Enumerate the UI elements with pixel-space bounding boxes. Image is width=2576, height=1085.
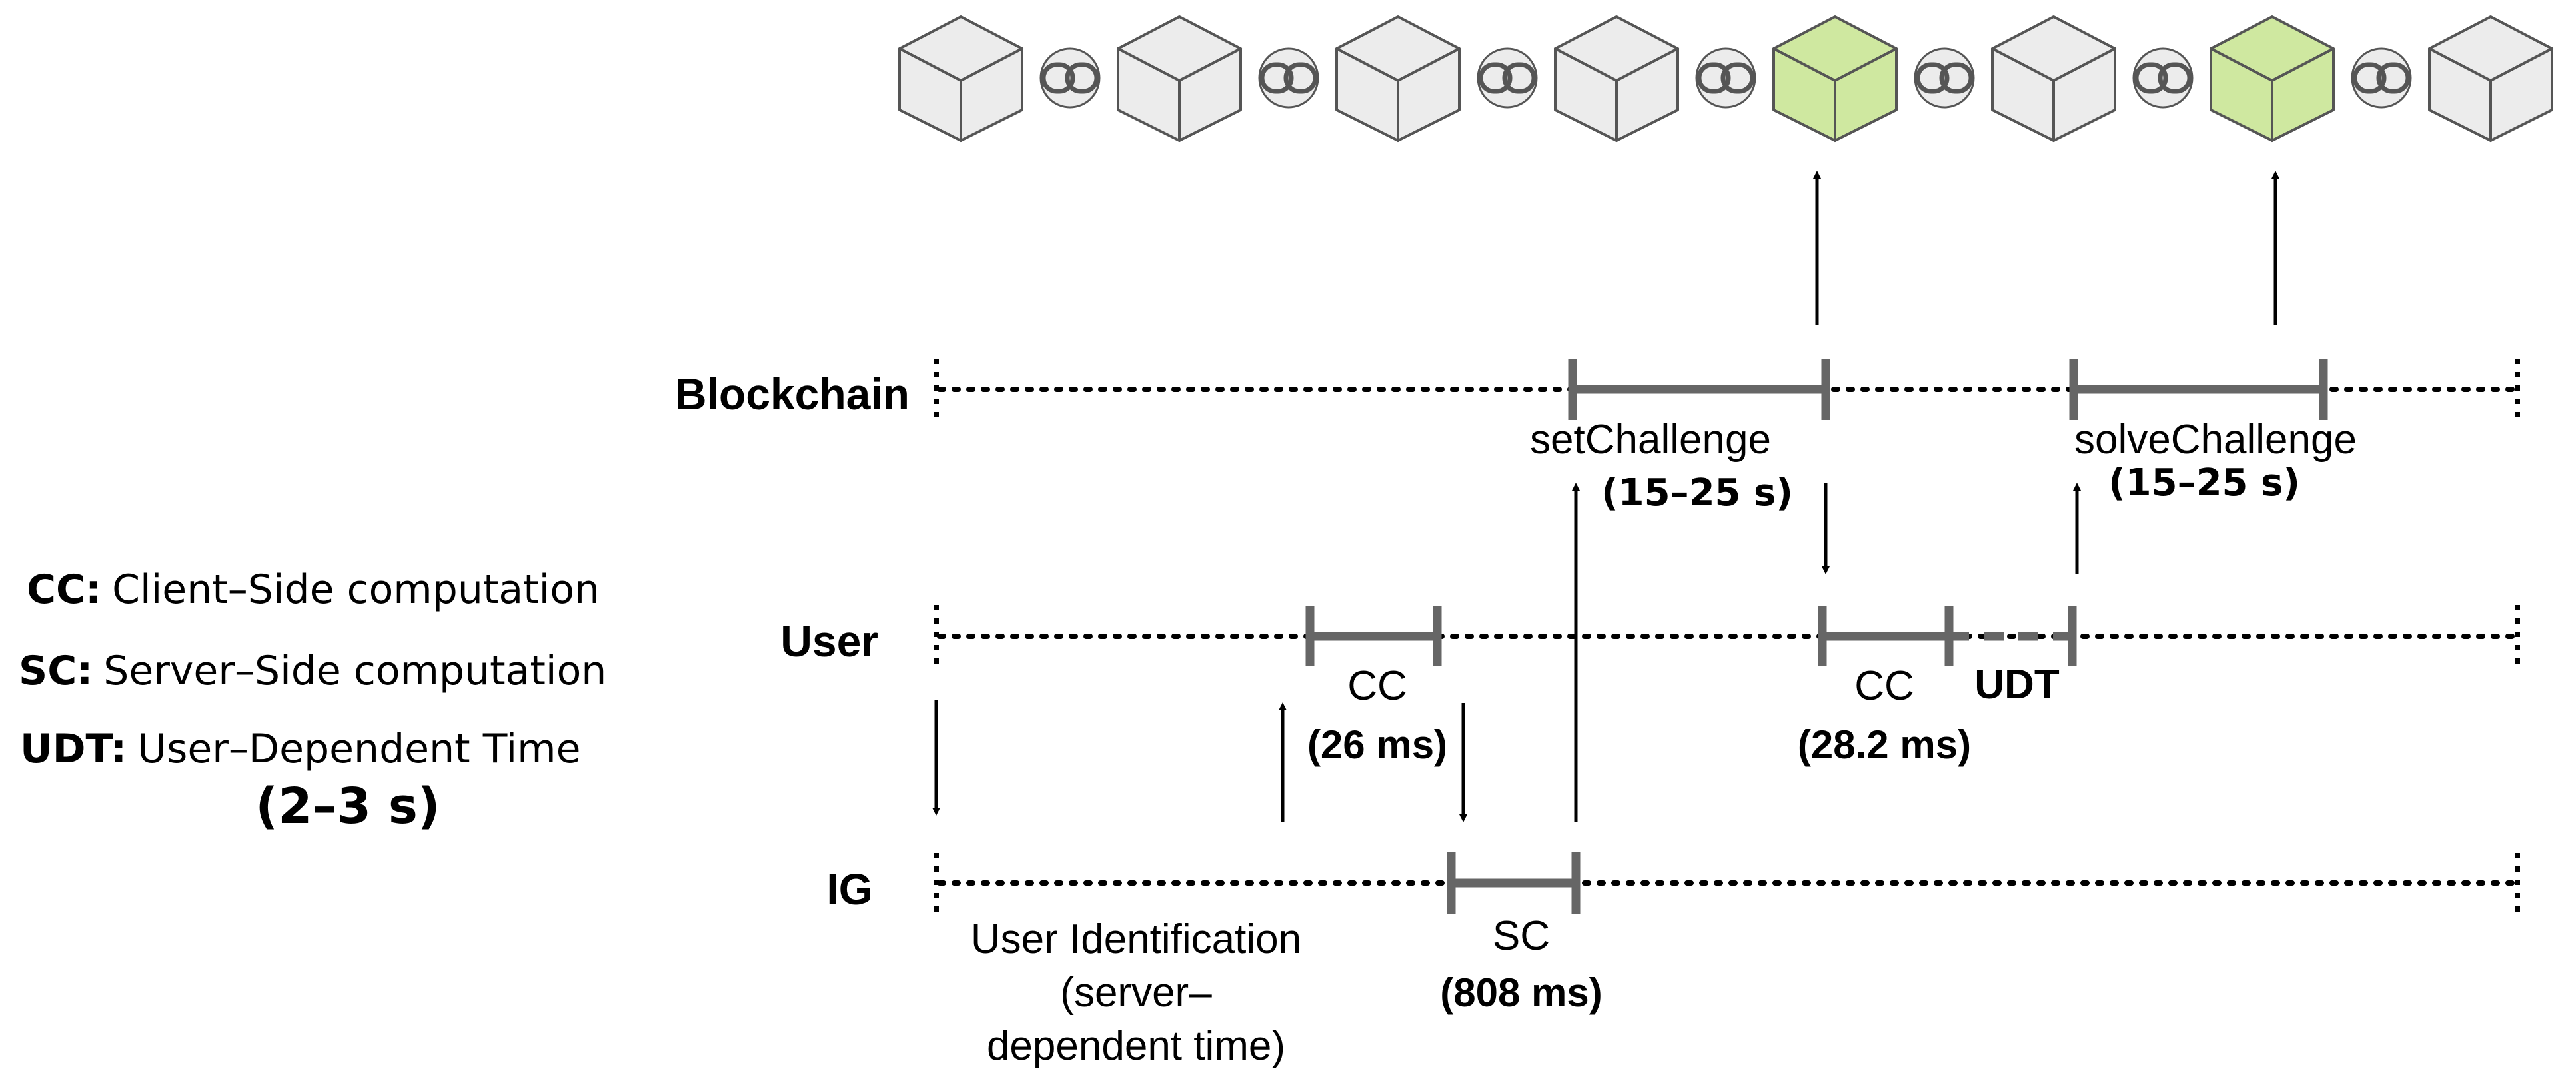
chain-link-icon [2351,47,2412,109]
solve-challenge-duration: (15–25 s) [2108,461,2300,505]
chain-block [898,15,1023,142]
solve-challenge-interval [2069,359,2328,420]
interval-bars [1305,359,2328,914]
user-identification-line2: (server– [1060,970,1212,1016]
cc2-interval [1818,606,1954,666]
message-arrows [932,171,2279,822]
lane-end-ticks [934,359,2520,914]
cc1-duration: (26 ms) [1307,722,1447,767]
chain-block [2210,15,2335,142]
cc2-duration: (28.2 ms) [1798,722,1971,767]
lane-label-user: User [780,616,878,666]
legend-udt: UDT:User–Dependent Time [20,726,581,772]
legend-sc: SC:Server–Side computation [19,648,606,694]
set-challenge-label: setChallenge [1530,417,1771,463]
udt-interval [1949,606,2077,666]
sc-label: SC [1493,913,1550,959]
chain-link-icon [1258,47,1319,109]
chain-block [1554,15,1679,142]
user-identification-line1: User Identification [971,916,1301,962]
chain-link-icon [1914,47,1975,109]
chain-link-icon [1695,47,1756,109]
legend-cc: CC:Client–Side computation [27,566,600,613]
solve-challenge-label: solveChallenge [2074,417,2357,463]
chain-link-icon [1039,47,1101,109]
chain-link-icon [1477,47,1538,109]
lane-label-blockchain: Blockchain [675,369,910,419]
blockchain-chain [898,15,2553,142]
chain-block [2428,15,2553,142]
legend-udt-value: (2–3 s) [255,778,440,835]
set-challenge-duration: (15–25 s) [1601,471,1793,515]
cc1-label: CC [1347,663,1407,709]
sc-duration: (808 ms) [1440,970,1602,1015]
chain-block [1117,15,1242,142]
chain-block [1991,15,2116,142]
chain-block [1335,15,1461,142]
chain-block [1772,15,1898,142]
sc-interval [1447,852,1581,914]
user-identification-line3: dependent time) [987,1023,1285,1069]
legend: CC:Client–Side computation SC:Server–Sid… [19,566,606,835]
cc2-label: CC [1854,663,1914,709]
cc1-interval [1305,606,1442,666]
udt-label: UDT [1974,662,2060,708]
chain-link-icon [2132,47,2194,109]
lane-label-ig: IG [826,864,873,914]
set-challenge-interval [1568,359,1830,420]
